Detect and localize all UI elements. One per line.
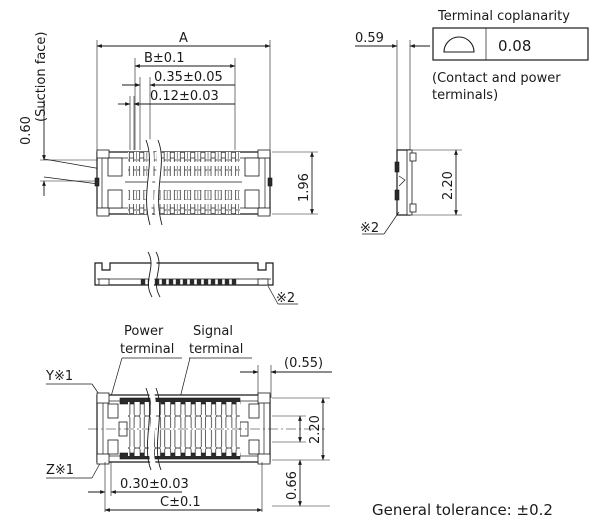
dim-side-width-label: 2.20 (441, 171, 456, 200)
y-mark-label: Y※1 (45, 369, 73, 384)
bottom-view: Power terminal Signal terminal (0.55) Y※… (45, 324, 332, 512)
dim-suction-label: 0.60 (19, 116, 34, 145)
side-view: 0.59 Terminal coplanarity 0.08 (Contact … (355, 9, 589, 236)
front-note-mark: ※2 (276, 291, 295, 306)
dim-side-height-label: 0.59 (355, 31, 384, 46)
dim-depth-label: 1.96 (297, 173, 312, 202)
dim-terminal-offset-label: (0.55) (284, 356, 323, 371)
dim-pitch-label: 0.35±0.05 (154, 70, 223, 85)
dim-c-label: C±0.1 (160, 495, 201, 510)
coplanarity-value: 0.08 (498, 37, 531, 55)
dim-b-label: B±0.1 (144, 51, 185, 66)
dim-a-label: A (179, 31, 188, 46)
suction-face-label: (Suction face) (34, 31, 49, 122)
signal-terminal-label-1: Signal (193, 324, 233, 339)
z-mark-label: Z※1 (46, 463, 74, 478)
coplanarity-frame (432, 27, 589, 61)
dim-pad-offset-label: 0.66 (285, 471, 300, 500)
power-terminal-label-2: terminal (120, 342, 174, 357)
coplanarity-note-line1: (Contact and power (432, 71, 561, 86)
top-view: A B±0.1 0.35±0.05 0.12±0.03 0.60 (Suctio… (19, 31, 318, 226)
front-view: ※2 (94, 250, 298, 306)
general-tolerance-note: General tolerance: ±0.2 (372, 501, 553, 515)
coplanarity-title: Terminal coplanarity (437, 9, 570, 24)
dim-pad-width-label: 0.30±0.03 (120, 477, 189, 492)
side-note-mark: ※2 (360, 221, 379, 236)
dim-width-label: 0.12±0.03 (150, 89, 219, 104)
signal-terminal-label-2: terminal (189, 342, 243, 357)
coplanarity-note-line2: terminals) (432, 88, 498, 103)
dim-bottom-width-label: 2.20 (308, 415, 323, 444)
profile-symbol-icon (443, 36, 475, 53)
power-terminal-label-1: Power (124, 324, 164, 339)
